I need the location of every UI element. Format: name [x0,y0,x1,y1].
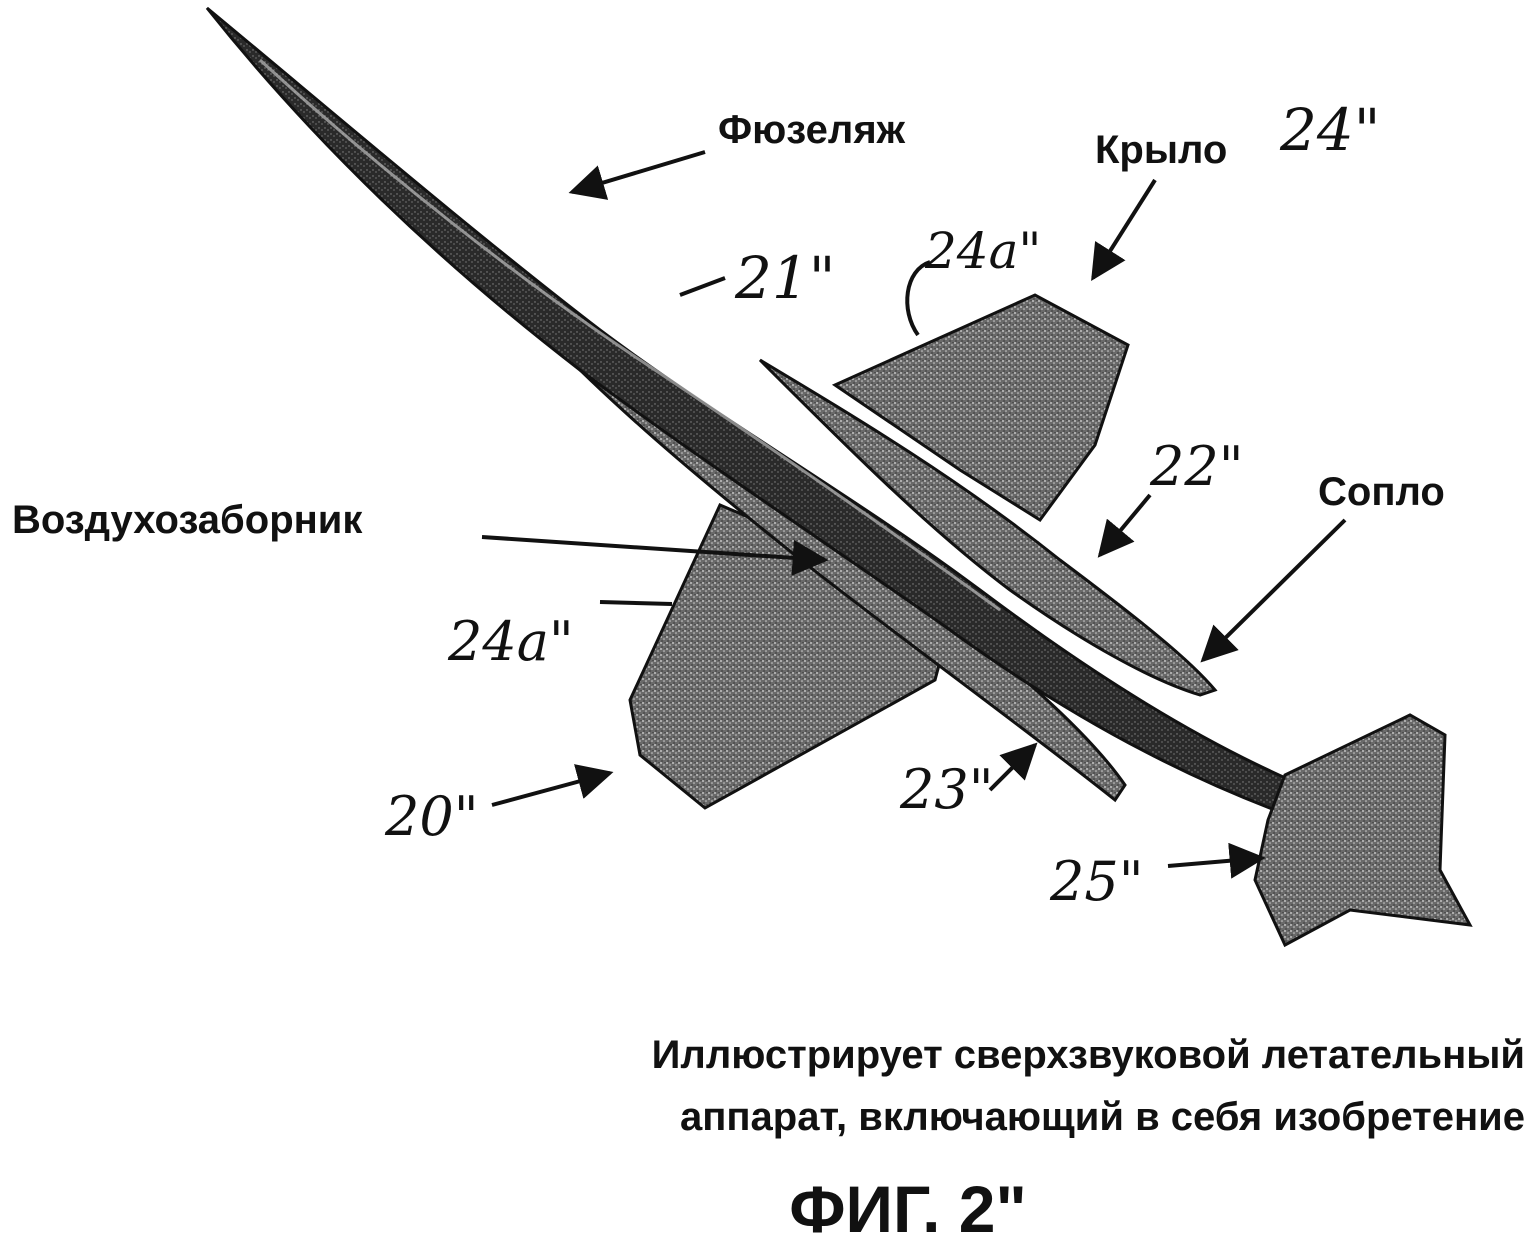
ref22-arrow [1097,493,1152,558]
fuselage-arrow [568,150,706,200]
caption-line-1: Иллюстрирует сверхзвуковой летательный [652,1033,1525,1077]
ref-21: 21" [734,244,835,312]
caption-line-2: аппарат, включающий в себя изобретение [680,1095,1525,1139]
upper-wing [831,293,1130,523]
intake-arrow [481,535,829,576]
ref-20: 20" [384,785,479,848]
ref-22: 22" [1149,435,1244,498]
ref25-arrow [1167,842,1266,879]
ref-23: 23" [899,758,994,821]
ref24a-left-leader [599,600,673,606]
upper-nacelle [758,358,1218,697]
wing-arrow [1091,178,1157,282]
ref-24a-top: 24a" [924,222,1041,280]
label-wing: Крыло [1095,128,1227,172]
ref20-arrow [491,764,614,807]
ref-24: 24" [1279,96,1380,164]
label-nozzle: Сопло [1318,470,1445,514]
ref-25: 25" [1049,850,1144,913]
label-intake: Воздухозаборник [12,498,363,542]
ref21-leader [679,276,726,297]
tail-fin [1253,713,1473,948]
fuselage-highlight [258,58,1001,612]
figure-label: ФИГ. 2" [789,1172,1027,1246]
ref-24a-left: 24a" [447,610,574,673]
nozzle-arrow [1200,518,1347,663]
ref23-arrow [988,742,1038,792]
label-fuselage: Фюзеляж [718,108,906,152]
ref24a-top-leader [905,260,931,337]
